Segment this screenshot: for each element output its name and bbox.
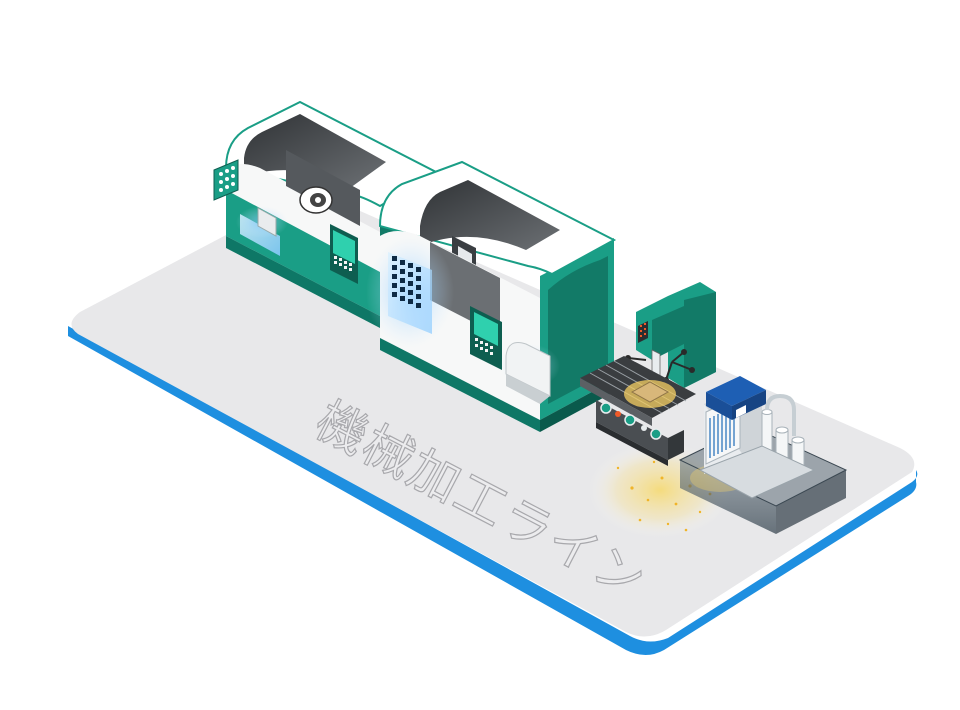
touch-screen-icon: [470, 306, 502, 370]
milling-machine: [580, 282, 716, 466]
control-panel-icon: [213, 159, 239, 201]
touch-screen-icon: [330, 224, 358, 284]
platform: [68, 193, 918, 655]
cnc-lathe-2: [366, 160, 617, 432]
coolant-tank-unit: [678, 376, 848, 534]
control-knobs-icon: [600, 402, 662, 440]
door-window-icon: [366, 236, 454, 348]
